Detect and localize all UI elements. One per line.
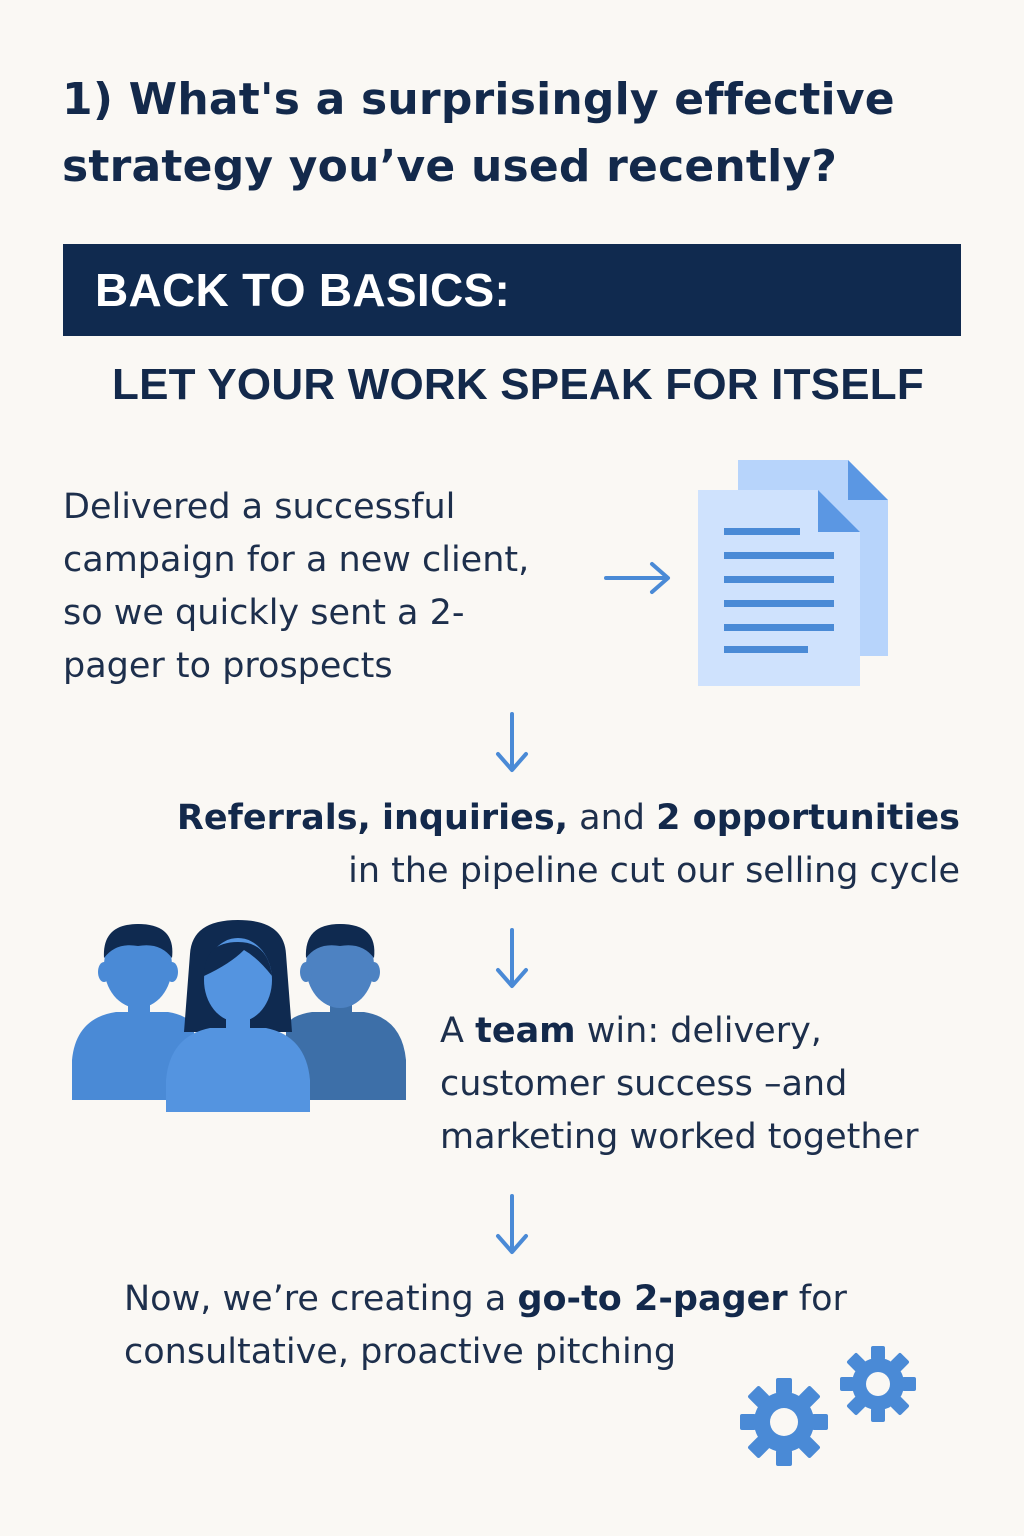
step-4-for: for	[798, 1279, 847, 1319]
step-1-line-1: Delivered a successful	[63, 487, 456, 527]
step-1-line-2: campaign for a new client,	[63, 540, 530, 580]
page-title: 1) What's a surprisingly effective strat…	[62, 66, 962, 200]
section-banner: BACK TO BASICS:	[63, 244, 961, 336]
subheading: LET YOUR WORK SPEAK FOR ITSELF	[112, 360, 924, 409]
arrow-down-icon	[496, 1194, 528, 1254]
step-3-text: A team win: delivery, customer success –…	[440, 1005, 1000, 1164]
step-4-go-to-pager: go-to 2-pager	[517, 1279, 788, 1319]
step-2-line-1: Referrals, inquiries, and 2 opportunitie…	[160, 792, 960, 845]
arrow-right-icon	[604, 562, 670, 594]
step-2-and: and	[579, 798, 645, 838]
step-4-line-2: consultative, proactive pitching	[124, 1332, 677, 1372]
page-title-line-2: strategy you’ve used recently?	[62, 141, 838, 192]
step-3-line-2: customer success –and	[440, 1064, 848, 1104]
step-2-opportunities: 2 opportunities	[656, 798, 960, 838]
step-4-text: Now, we’re creating a go-to 2-pager for …	[124, 1273, 984, 1379]
step-3-line-1: A team win: delivery,	[440, 1005, 1000, 1058]
step-3-team: team	[475, 1011, 576, 1051]
arrow-down-icon	[496, 712, 528, 772]
step-1-text: Delivered a successful campaign for a ne…	[63, 481, 603, 693]
gears-icon	[740, 1346, 916, 1466]
step-2-line-2: in the pipeline cut our selling cycle	[348, 851, 960, 891]
step-1-line-3: so we quickly sent a 2-	[63, 593, 465, 633]
step-3-line-1-rest: win: delivery,	[586, 1011, 822, 1051]
arrow-down-icon	[496, 928, 528, 988]
step-2-inquiries: inquiries,	[381, 798, 568, 838]
page-title-line-1: 1) What's a surprisingly effective	[62, 74, 895, 125]
team-icon	[72, 920, 406, 1112]
step-1-line-4: pager to prospects	[63, 646, 393, 686]
step-3-a: A	[440, 1011, 464, 1051]
step-4-line-1: Now, we’re creating a go-to 2-pager for	[124, 1273, 984, 1326]
step-3-line-3: marketing worked together	[440, 1117, 919, 1157]
step-2-referrals: Referrals,	[176, 798, 371, 838]
step-4-now: Now, we’re creating a	[124, 1279, 507, 1319]
document-icon	[698, 460, 888, 686]
step-2-text: Referrals, inquiries, and 2 opportunitie…	[160, 792, 960, 898]
